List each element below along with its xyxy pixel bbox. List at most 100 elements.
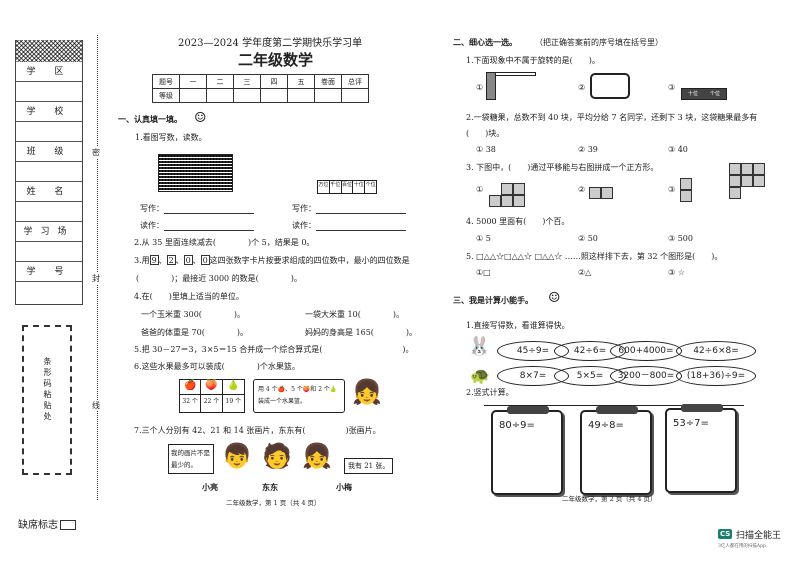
write-field-1[interactable]: 写作：	[140, 203, 254, 214]
apple-icon: 🍎	[180, 380, 202, 395]
hanging-line	[484, 405, 744, 406]
student-info-strip: 学 区 学 校 班 级 姓 名 学习场 学 号	[15, 40, 83, 305]
option-label: ③ 500	[668, 234, 693, 243]
table-cell: 五	[287, 74, 315, 89]
q1-5: 5.把 30－27＝3，3×5＝15 合并成一个综合算式是( )。	[134, 345, 414, 354]
q1-4-item: 妈妈的身高是 165( )。	[305, 328, 418, 337]
scanner-brand: 扫描全能王	[736, 531, 782, 541]
table-cell[interactable]	[260, 88, 288, 103]
peach-icon: 🍑	[201, 380, 223, 395]
name-label: 小梅	[336, 482, 352, 492]
field-class-blank[interactable]	[16, 162, 82, 182]
page-footer: 二年级数学，第 1 页（共 4 页）	[226, 499, 321, 507]
field-district-blank[interactable]	[16, 82, 82, 102]
calc-item[interactable]: 600+4000=	[610, 341, 682, 361]
abacus-label: 十位	[353, 181, 366, 193]
barrier-gate-post	[486, 72, 496, 100]
fruit-count: 22 个	[201, 395, 223, 412]
board-equation: 53÷7=	[673, 418, 709, 429]
fruit-count: 19 个	[225, 398, 242, 405]
revolving-door-image	[590, 73, 630, 99]
table-cell[interactable]	[314, 88, 342, 103]
write-label: 写作：	[292, 204, 316, 213]
absent-mark: 缺席标志	[18, 516, 76, 531]
table-cell[interactable]	[233, 88, 261, 103]
abacus-label: 百位	[342, 181, 354, 193]
table-cell: 三	[233, 74, 261, 89]
page-footer: 二年级数学，第 2 页（共 4 页）	[562, 495, 657, 503]
scanner-tagline: 3亿人都在用的扫描App	[718, 544, 766, 549]
absent-label: 缺席标志	[18, 520, 58, 531]
board-equation: 80÷9=	[499, 420, 535, 431]
read-label: 读作：	[140, 221, 164, 230]
subject-title: 二年级数学	[238, 51, 314, 69]
table-cell[interactable]	[287, 88, 315, 103]
q2-1: 1.下面现象中不属于旋转的是( )。	[466, 56, 600, 65]
shape-square	[753, 163, 765, 175]
field-name: 姓 名	[16, 182, 82, 202]
abacus-label: 千位	[330, 181, 342, 193]
calc-item[interactable]: 42÷6×8=	[676, 341, 756, 361]
shape-square	[680, 190, 692, 202]
q3-text: 这四张数字卡片按要求组成的四位数中，最小的四位数是	[209, 256, 410, 265]
digit-card: 9	[149, 255, 159, 265]
q1-4-item: 一袋大米重 10( )。	[305, 310, 404, 319]
field-class: 班 级	[16, 142, 82, 162]
option-label: ①	[476, 83, 484, 92]
section-2-heading: 二、细心选一选。	[453, 37, 517, 47]
q1-7: 7.三个人分别有 42、21 和 14 张画片，东东有( )张画片。	[134, 426, 381, 435]
barcode-area: 条形码粘贴处	[22, 325, 72, 475]
rabbit-illustration: 🐰	[468, 336, 491, 357]
girl-illustration: 👧	[302, 442, 332, 470]
q2-2: 2.一袋糖果，总数不到 40 块，平均分给 7 名同学，还剩下 3 块，这袋糖果…	[466, 113, 758, 122]
table-cell[interactable]	[206, 88, 234, 103]
field-exam-room-blank[interactable]	[16, 242, 82, 262]
absent-checkbox[interactable]	[60, 520, 76, 530]
section-1-heading: 一、认真填一填。	[118, 114, 182, 124]
q1-6: 6.这些水果最多可以装成( )个水果篮。	[134, 362, 300, 371]
q3-1: 1.直接写得数，看谁算得快。	[466, 321, 570, 330]
shape-square	[741, 175, 753, 187]
q2-4: 4. 5000 里面有( )个百。	[466, 217, 570, 226]
abacus-image: 十位 个位	[681, 88, 727, 100]
table-cell: 二	[206, 74, 234, 89]
table-cell: 一	[179, 74, 207, 89]
section-2-hint: （把正确答案前的序号填在括号里）	[535, 38, 663, 47]
seal-char: 封	[92, 273, 100, 284]
abacus-label: 十位	[687, 91, 698, 97]
hatch-pattern	[16, 40, 82, 62]
option-label: ① 5	[476, 234, 491, 243]
section-3-heading: 三、我是计算小能手。	[453, 295, 533, 305]
table-cell[interactable]	[341, 88, 369, 103]
table-cell[interactable]	[179, 88, 207, 103]
q1-4: 4.在( )里填上适当的单位。	[134, 292, 244, 301]
option-label: ③ ☆	[668, 268, 685, 277]
boy-illustration: 🧑	[262, 442, 292, 470]
field-school-blank[interactable]	[16, 122, 82, 142]
calc-board[interactable]: 49÷8=	[580, 406, 652, 495]
name-label: 东东	[262, 482, 278, 492]
q1-4-item: 一个玉米重 300( )。	[141, 310, 246, 319]
read-field-2[interactable]: 读作：	[292, 220, 406, 231]
smiley-icon: ☺	[548, 290, 561, 306]
exam-title: 2023—2024 学年度第二学期快乐学习单	[178, 38, 363, 49]
shape-square	[729, 175, 741, 187]
write-field-2[interactable]: 写作：	[292, 203, 406, 214]
barcode-label: 条形码粘贴处	[43, 357, 52, 423]
girl-illustration: 👧	[352, 378, 382, 406]
fruit-note: 用 4 个🍎、5 个🍑和 2 个🍐装成一个水果篮。	[253, 379, 345, 413]
calc-item[interactable]: (18+36)÷9=	[676, 366, 756, 386]
option-label: ③ 40	[668, 145, 688, 154]
field-name-blank[interactable]	[16, 202, 82, 222]
calc-board[interactable]: 53÷7=	[665, 404, 737, 493]
speech-bubble: 我有 21 张。	[344, 458, 394, 474]
calc-board[interactable]: 80÷9=	[491, 406, 563, 495]
digit-card: 2	[166, 255, 176, 265]
option-label: ②△	[578, 268, 592, 277]
option-label: ①□	[476, 268, 491, 277]
abacus-label: 个位	[709, 91, 720, 97]
read-field-1[interactable]: 读作：	[140, 220, 254, 231]
field-student-id: 学 号	[16, 262, 82, 282]
calc-item[interactable]: 3200－800=	[610, 366, 682, 386]
